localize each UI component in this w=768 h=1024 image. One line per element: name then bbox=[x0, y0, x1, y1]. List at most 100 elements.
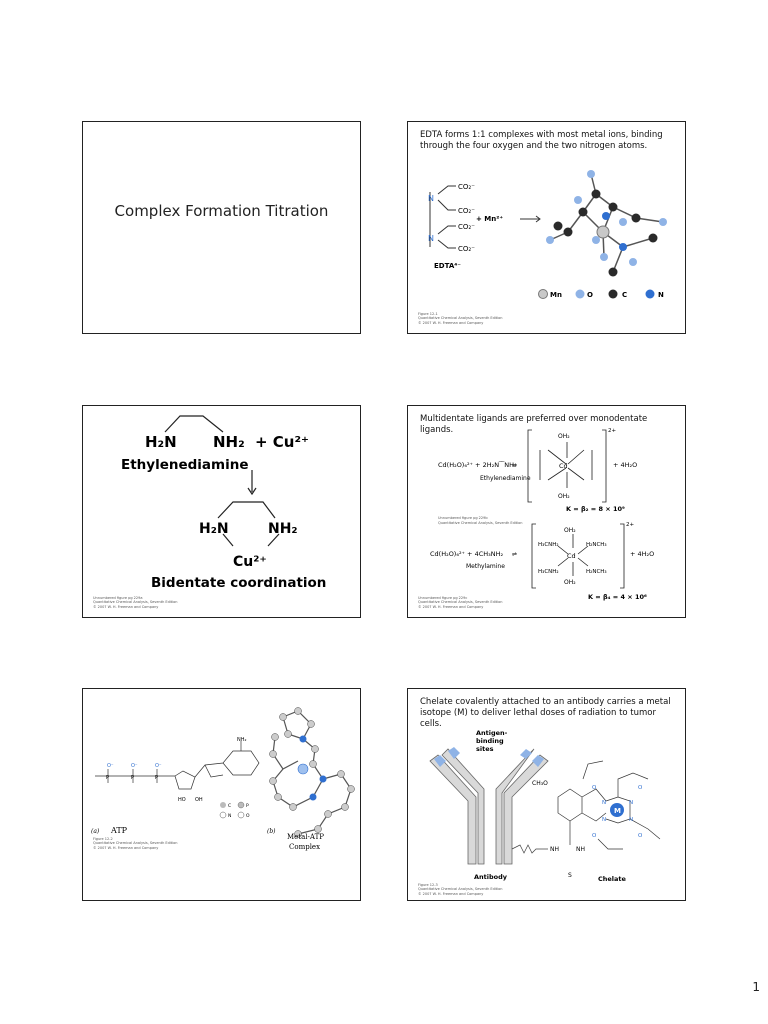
svg-text:NH: NH bbox=[576, 846, 585, 853]
label-b: (b) bbox=[267, 828, 276, 835]
svg-text:O: O bbox=[592, 785, 597, 791]
cu-label: Cu²⁺ bbox=[233, 554, 267, 570]
svg-text:O: O bbox=[592, 833, 597, 839]
svg-text:P: P bbox=[246, 803, 249, 809]
svg-text:O: O bbox=[638, 833, 643, 839]
eq1-oh2-top: OH₂ bbox=[558, 433, 570, 440]
eq2-k: K = β₄ = 4 × 10⁶ bbox=[588, 593, 647, 601]
eq1-label: Ethylenediamine bbox=[480, 475, 531, 482]
slide-caption: EDTA forms 1:1 complexes with most metal… bbox=[420, 130, 663, 151]
eq2-cd: Cd bbox=[567, 552, 576, 560]
atp-diagram: O⁻ O⁻ O⁻ P P P HO OH NH₂ C P N O bbox=[91, 707, 355, 851]
edta-label: EDTA⁴⁻ bbox=[434, 262, 461, 270]
eq2-charge: 2+ bbox=[626, 522, 634, 528]
eq1-left: Cd(H₂O)₆²⁺ + 2H₂N⁀NH₂ bbox=[438, 460, 517, 469]
svg-text:O⁻: O⁻ bbox=[107, 763, 114, 769]
slide-title: Complex Formation Titration bbox=[114, 202, 329, 220]
figure-credit: Figure 12-2 Quantitative Chemical Analys… bbox=[93, 836, 178, 850]
eq1-oh2-bottom: OH₂ bbox=[558, 493, 570, 500]
co2-label-3: CO₂⁻ bbox=[458, 223, 475, 231]
svg-text:Unnumbered figure pg 229b: Unnumbered figure pg 229b bbox=[438, 516, 488, 520]
legend-n: N bbox=[658, 291, 664, 299]
slide-1: Complex Formation Titration bbox=[82, 121, 361, 334]
svg-text:N: N bbox=[629, 800, 633, 806]
svg-text:O: O bbox=[246, 813, 250, 819]
atom-legend: C P N O bbox=[219, 801, 250, 819]
svg-text:Quantitative Chemical Analysis: Quantitative Chemical Analysis, Seventh … bbox=[438, 521, 523, 525]
svg-text:P: P bbox=[106, 775, 109, 781]
svg-text:H₃CNH₂: H₃CNH₂ bbox=[538, 569, 559, 575]
ethylenediamine-label: Ethylenediamine bbox=[121, 457, 249, 473]
slide-2: EDTA forms 1:1 complexes with most metal… bbox=[407, 121, 686, 334]
slide-6: Chelate covalently attached to an antibo… bbox=[407, 688, 686, 901]
slide-4: Multidentate ligands are preferred over … bbox=[407, 405, 686, 618]
svg-text:N: N bbox=[602, 800, 606, 806]
nh2-bottom-label: NH₂ bbox=[268, 521, 298, 537]
svg-text:N: N bbox=[602, 817, 606, 823]
antibody-label: Antibody bbox=[474, 873, 508, 881]
svg-text:O⁻: O⁻ bbox=[155, 763, 162, 769]
bidentate-label: Bidentate coordination bbox=[151, 575, 326, 591]
legend-mn: Mn bbox=[550, 291, 562, 299]
svg-text:O⁻: O⁻ bbox=[131, 763, 138, 769]
figure-credit: Figure 12-3 Quantitative Chemical Analys… bbox=[418, 882, 503, 896]
eq1-k: K = β₂ = 8 × 10⁹ bbox=[566, 505, 625, 513]
nh2-label: NH₂ bbox=[213, 433, 245, 451]
svg-text:OH: OH bbox=[195, 797, 203, 803]
s-label: S bbox=[568, 872, 572, 879]
svg-text:NH₂: NH₂ bbox=[237, 737, 247, 743]
ligand-equations: Cd(H₂O)₆²⁺ + 2H₂N⁀NH₂ ⇌ Ethylenediamine … bbox=[430, 428, 654, 601]
mn-plus-label: + Mn²⁺ bbox=[476, 215, 503, 223]
eq1-cd: Cd bbox=[559, 462, 568, 470]
legend-o: O bbox=[587, 291, 593, 299]
nh-label: NH bbox=[550, 846, 559, 853]
svg-text:C: C bbox=[228, 803, 231, 809]
chelate-label: Chelate bbox=[598, 875, 627, 883]
svg-text:H₃CNH₂: H₃CNH₂ bbox=[538, 542, 559, 548]
eq1-right: + 4H₂O bbox=[613, 461, 637, 469]
slide-caption: Multidentate ligands are preferred over … bbox=[420, 414, 648, 435]
svg-text:P: P bbox=[155, 775, 158, 781]
legend-c: C bbox=[622, 291, 627, 299]
figure-credit: Unnumbered figure pg 229a Quantitative C… bbox=[93, 595, 178, 609]
n-bottom-label: N bbox=[428, 234, 434, 243]
co2-label-2: CO₂⁻ bbox=[458, 207, 475, 215]
svg-text:HO: HO bbox=[178, 797, 186, 803]
metal-m-label: M bbox=[614, 807, 621, 815]
svg-text:N: N bbox=[629, 817, 633, 823]
eq2-oh2-top: OH₂ bbox=[564, 527, 576, 534]
metal-atp-label: Metal-ATP Complex bbox=[287, 833, 326, 851]
svg-text:H₂NCH₃: H₂NCH₃ bbox=[586, 542, 607, 548]
co2-label-4: CO₂⁻ bbox=[458, 245, 475, 253]
svg-text:H₂NCH₃: H₂NCH₃ bbox=[586, 569, 607, 575]
co2-label-1: CO₂⁻ bbox=[458, 183, 475, 191]
svg-text:⇌: ⇌ bbox=[512, 551, 517, 558]
figure-credit: Unnumbered figure pg 229c Quantitative C… bbox=[418, 595, 503, 609]
svg-text:N: N bbox=[228, 813, 231, 819]
eq1-charge: 2+ bbox=[608, 428, 616, 434]
eq2-right: + 4H₂O bbox=[630, 550, 654, 558]
edta-diagram: N N CO₂⁻ CO₂⁻ CO₂⁻ CO₂⁻ + Mn²⁺ EDTA⁴⁻ bbox=[428, 170, 667, 299]
element-legend: Mn O C N bbox=[538, 289, 664, 299]
cu-plus-label: + Cu²⁺ bbox=[255, 433, 309, 451]
figure-credit: Figure 12-1 Quantitative Chemical Analys… bbox=[418, 311, 503, 325]
h2n-label: H₂N bbox=[145, 433, 177, 451]
eq2-label: Methylamine bbox=[466, 563, 505, 570]
ch3o-label: CH₃O bbox=[532, 780, 548, 787]
svg-text:P: P bbox=[131, 775, 134, 781]
svg-text:⇌: ⇌ bbox=[512, 462, 517, 469]
slide-5: O⁻ O⁻ O⁻ P P P HO OH NH₂ C P N O bbox=[82, 688, 361, 901]
atp-label: ATP bbox=[110, 826, 128, 835]
h2n-bottom-label: H₂N bbox=[199, 521, 229, 537]
eq2-oh2-bottom: OH₂ bbox=[564, 579, 576, 586]
n-top-label: N bbox=[428, 194, 434, 203]
page-number: 1 bbox=[752, 980, 760, 994]
slide-caption: Chelate covalently attached to an antibo… bbox=[420, 697, 671, 729]
label-a: (a) bbox=[91, 828, 100, 835]
ethylenediamine-diagram: H₂N NH₂ + Cu²⁺ Ethylenediamine H₂N NH₂ C… bbox=[121, 415, 326, 591]
svg-text:O: O bbox=[638, 785, 643, 791]
eq2-left: Cd(H₂O)₆²⁺ + 4CH₃NH₂ bbox=[430, 550, 503, 558]
slide-3: H₂N NH₂ + Cu²⁺ Ethylenediamine H₂N NH₂ C… bbox=[82, 405, 361, 618]
